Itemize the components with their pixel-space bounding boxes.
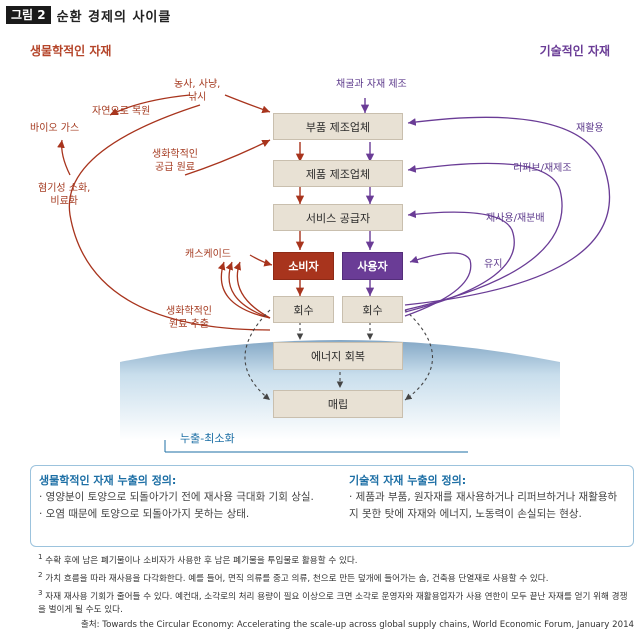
- figure-title: 그림 2 순환 경제의 사이클: [6, 6, 172, 25]
- tech-arc-refurbish: [404, 162, 563, 311]
- label-leakage: 누출-최소화: [180, 432, 235, 445]
- label-recycle: 재활용: [576, 123, 604, 134]
- box-consumer: 소비자: [273, 252, 334, 280]
- tech-arc-reuse: [404, 210, 515, 313]
- figure-name: 순환 경제의 사이클: [56, 9, 172, 25]
- box-collect-right: 회수: [342, 296, 403, 323]
- arrow-left-leak: [244, 309, 271, 401]
- bio-definition-line: · 오염 때문에 토양으로 되돌아가지 못하는 상태.: [39, 508, 250, 520]
- label-farming: 농사, 사냥,낚시: [174, 79, 221, 103]
- footnote-3: 3 자재 재사용 기회가 줄어들 수 있다. 예컨대, 소각로의 처리 용량이 …: [38, 587, 628, 615]
- label-cascade: 캐스케이드: [185, 249, 231, 260]
- bio-arrow-farming: [224, 94, 271, 114]
- label-maintain: 유지: [484, 259, 503, 270]
- tech-arc-recycle: [404, 116, 611, 306]
- bio-arrow-restore: [109, 94, 191, 116]
- bio-definition: 생물학적인 자재 누출의 정의: · 영양분이 토양으로 되돌아가기 전에 재사…: [39, 472, 339, 523]
- box-service-provider: 서비스 공급자: [273, 204, 403, 231]
- box-collect-left: 회수: [273, 296, 334, 323]
- tech-definition-line: 지 못한 탓에 자재와 에너지, 노동력이 손실되는 현상.: [349, 508, 582, 520]
- arrow-right-leak: [404, 309, 434, 401]
- label-reuse: 재사용/재분배: [486, 213, 545, 224]
- bio-arrow-supply: [184, 139, 271, 176]
- label-biogas: 바이오 가스: [30, 123, 80, 134]
- footnotes: 1 수확 후에 남은 폐기물이나 소비자가 사용한 후 남은 폐기물을 투입물로…: [38, 550, 634, 632]
- tech-definition: 기술적 자재 누출의 정의: · 제품과 부품, 원자재를 재사용하거나 리퍼브…: [349, 472, 631, 523]
- bio-arrow-extract-3: [217, 261, 271, 319]
- box-product-manufacturer: 제품 제조업체: [273, 160, 403, 187]
- leakage-bracket: [164, 440, 468, 453]
- biological-heading: 생물학적인 자재: [30, 44, 112, 58]
- definitions-box: 생물학적인 자재 누출의 정의: · 영양분이 토양으로 되돌아가기 전에 재사…: [30, 465, 634, 547]
- bio-definition-heading: 생물학적인 자재 누출의 정의:: [39, 474, 177, 487]
- label-anaerobic: 혐기성 소화,비료화: [38, 183, 91, 207]
- box-parts-manufacturer: 부품 제조업체: [273, 113, 403, 140]
- bio-arrow-cascade: [249, 254, 273, 267]
- box-landfill: 매립: [273, 390, 403, 418]
- technical-heading: 기술적인 자재: [539, 44, 610, 58]
- label-refurbish: 리퍼브/재제조: [513, 163, 572, 174]
- bio-arrow-extract-1: [233, 261, 271, 319]
- tech-definition-heading: 기술적 자재 누출의 정의:: [349, 474, 467, 487]
- bio-arrow-extract-2: [225, 261, 271, 319]
- figure-tag: 그림 2: [6, 6, 51, 24]
- box-user: 사용자: [342, 252, 403, 280]
- footnote-2: 2 가치 흐름을 따라 재사용을 다각화한다. 예를 들어, 면직 의류를 중고…: [38, 569, 549, 584]
- tech-arc-maintain: [404, 252, 472, 317]
- label-mining: 채굴과 자재 제조: [336, 79, 407, 90]
- label-natural-restore: 자연으로 복원: [92, 106, 151, 117]
- footnote-1: 1 수확 후에 남은 폐기물이나 소비자가 사용한 후 남은 폐기물을 투입물로…: [38, 552, 358, 566]
- source-line: 출처: Towards the Circular Economy: Accele…: [80, 619, 634, 630]
- box-energy-recovery: 에너지 회복: [273, 342, 403, 370]
- bio-definition-line: · 영양분이 토양으로 되돌아가기 전에 재사용 극대화 기회 상실.: [39, 491, 314, 503]
- bio-arrow-big-arc: [68, 104, 271, 331]
- tech-definition-line: · 제품과 부품, 원자재를 재사용하거나 리퍼브하거나 재활용하: [349, 491, 618, 503]
- bio-arrow-anaerobic-up: [57, 139, 71, 176]
